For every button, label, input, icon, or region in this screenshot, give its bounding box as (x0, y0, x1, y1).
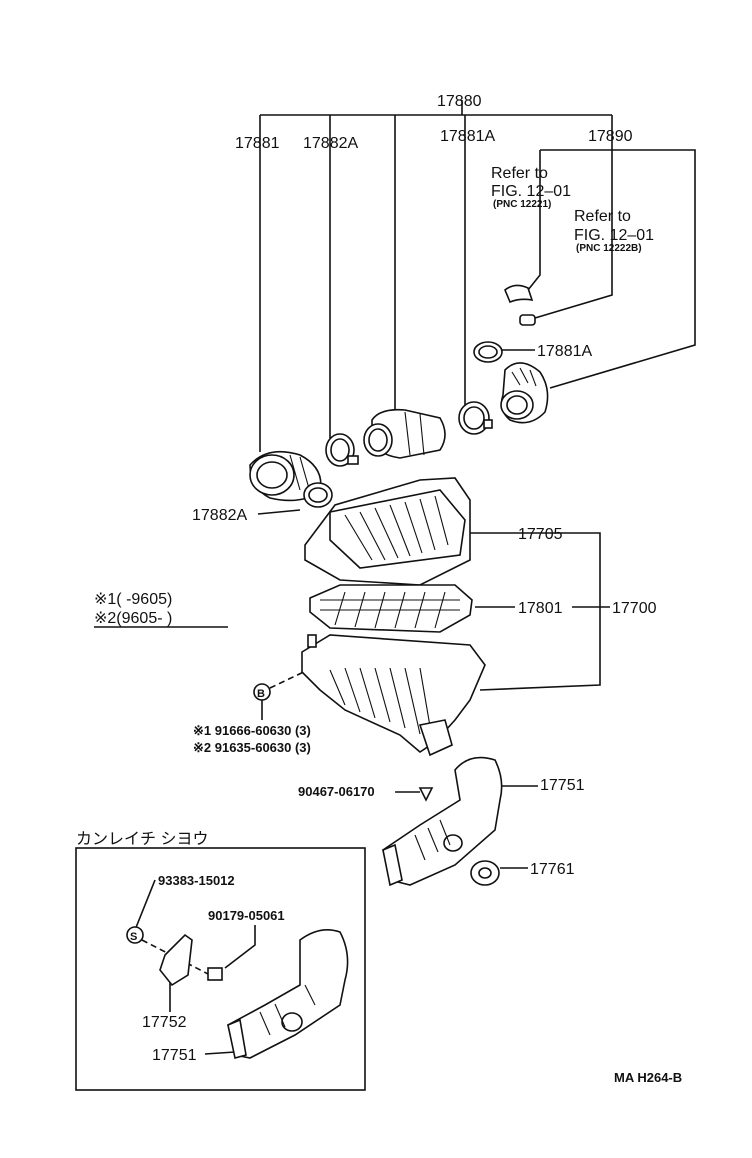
label-90467: 90467-06170 (298, 784, 375, 799)
label-17751: 17751 (540, 777, 585, 794)
ref2-line1: Refer to (574, 208, 631, 225)
bolt-1-label: ※1 91666-60630 (3) (193, 723, 311, 738)
ref2-line2: FIG. 12–01 (574, 227, 654, 244)
label-17752: 17752 (142, 1014, 187, 1031)
clamp-17881a-lower (458, 401, 493, 435)
label-93383: 93383-15012 (158, 873, 235, 888)
ref2-pnc: (PNC 12222B) (576, 243, 642, 254)
bolt-b-symbol: B (253, 683, 271, 701)
note-1: ※1( -9605) (94, 591, 172, 608)
screw-s-letter: S (130, 931, 137, 943)
fitting-12222b (519, 314, 536, 326)
clamp-17881a-upper (473, 341, 503, 363)
clamp-17882a-center (325, 433, 359, 467)
label-17801: 17801 (518, 600, 563, 617)
air-filter-element-17801 (309, 584, 473, 633)
label-17705: 17705 (518, 526, 563, 543)
elbow-hose-17890 (500, 362, 549, 424)
screw-90467 (418, 787, 434, 802)
label-17881a-top: 17881A (440, 128, 495, 145)
label-17880: 17880 (437, 93, 482, 110)
leader-lines (94, 100, 696, 1055)
label-17881a-side: 17881A (537, 343, 592, 360)
cold-climate-inset: S (75, 847, 366, 1091)
ref1-line2: FIG. 12–01 (491, 183, 571, 200)
note-2: ※2(9605- ) (94, 610, 172, 627)
label-17761: 17761 (530, 861, 575, 878)
hose-17881 (249, 450, 322, 502)
label-17751-inset: 17751 (152, 1047, 197, 1064)
label-90179: 90179-05061 (208, 908, 285, 923)
footer-code: MA H264-B (614, 1070, 682, 1085)
ref1-pnc: (PNC 12221) (493, 199, 551, 210)
label-17890: 17890 (588, 128, 633, 145)
grommet-17761 (470, 860, 500, 886)
label-17881: 17881 (235, 135, 280, 152)
air-flow-meter (363, 408, 446, 459)
bolt-b-letter: B (257, 688, 265, 700)
bolt-2-label: ※2 91635-60630 (3) (193, 740, 311, 755)
ref1-line1: Refer to (491, 165, 548, 182)
inset-title: カンレイチ シヨウ (76, 830, 208, 848)
label-17882a-top: 17882A (303, 135, 358, 152)
hose-12221 (504, 284, 534, 304)
air-cleaner-case (301, 634, 486, 757)
label-17700: 17700 (612, 600, 657, 617)
clamp-17882a-lower (303, 482, 333, 508)
air-cleaner-cap-17705 (304, 477, 471, 586)
label-17882a-side: 17882A (192, 507, 247, 524)
air-duct-17751 (382, 756, 503, 887)
